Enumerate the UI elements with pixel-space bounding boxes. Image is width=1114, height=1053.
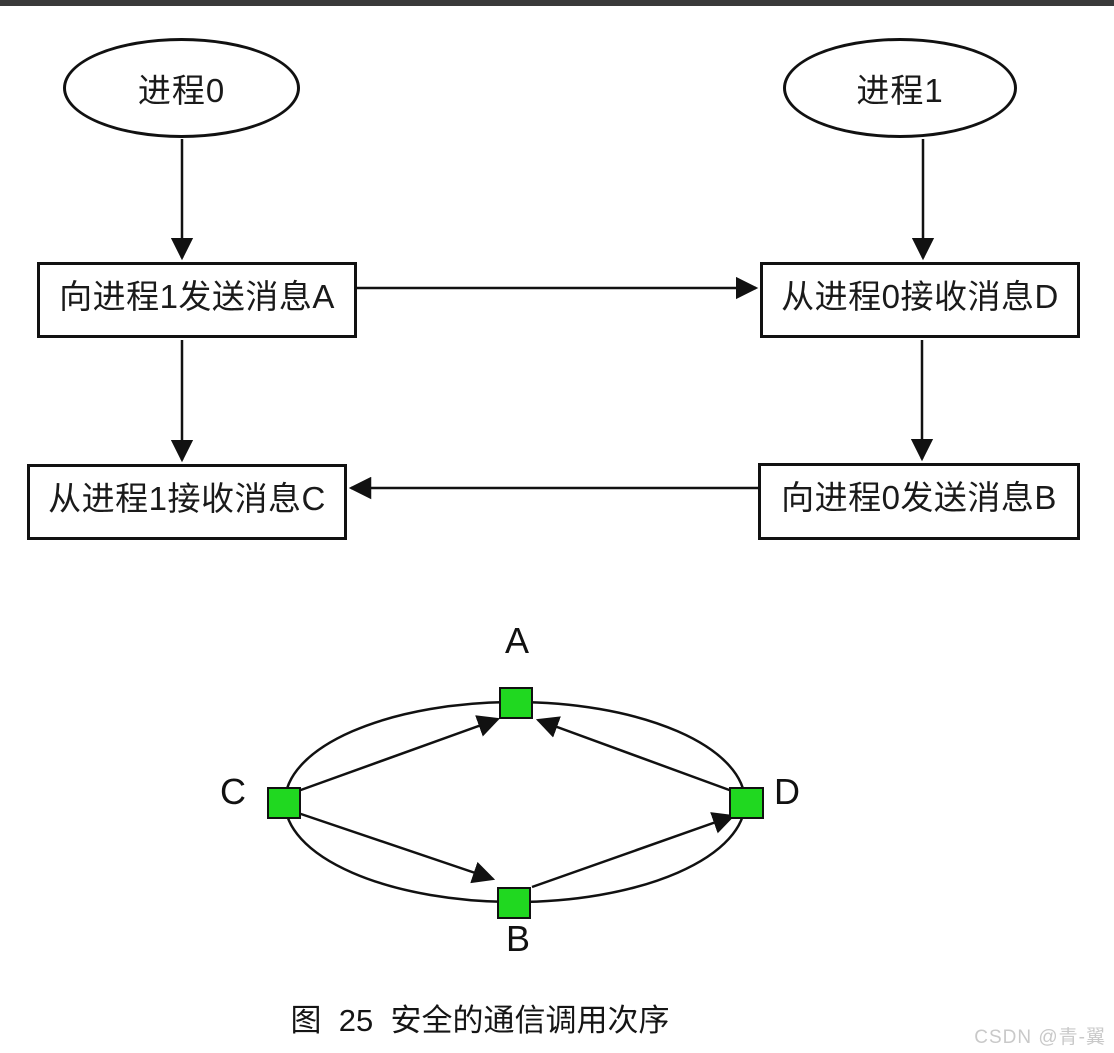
box-receive-message-d-label: 从进程0接收消息D [781, 278, 1059, 315]
box-send-message-a-label: 向进程1发送消息A [59, 278, 335, 315]
node-c-square [267, 787, 301, 819]
top-bar [0, 0, 1114, 6]
process0-label: 进程0 [137, 72, 226, 109]
process1-label: 进程1 [856, 72, 944, 109]
process1-ellipse: 进程1 [783, 38, 1017, 138]
box-receive-message-d: 从进程0接收消息D [760, 262, 1080, 338]
box-send-message-b-label: 向进程0发送消息B [781, 479, 1057, 516]
node-b-square [497, 887, 531, 919]
csdn-watermark: CSDN @青-翼 [974, 1027, 1106, 1048]
node-a-label: A [505, 620, 529, 661]
node-d-label: D [774, 771, 800, 812]
node-d-square [729, 787, 764, 819]
process0-ellipse: 进程0 [63, 38, 300, 138]
cycle-ellipse [283, 700, 747, 904]
edge-c-to-a [297, 715, 501, 793]
box-receive-message-c-label: 从进程1接收消息C [48, 480, 326, 517]
box-send-message-a: 向进程1发送消息A [37, 262, 357, 338]
figure-caption: 图 25 安全的通信调用次序 [290, 1003, 670, 1038]
node-a-square [499, 687, 533, 719]
edge-c-to-b [297, 811, 496, 884]
box-send-message-b: 向进程0发送消息B [758, 463, 1080, 540]
node-c-label: C [220, 771, 246, 812]
edge-b-to-d [531, 812, 736, 889]
box-receive-message-c: 从进程1接收消息C [27, 464, 347, 540]
edge-d-to-a [535, 716, 733, 793]
node-b-label: B [506, 918, 530, 959]
